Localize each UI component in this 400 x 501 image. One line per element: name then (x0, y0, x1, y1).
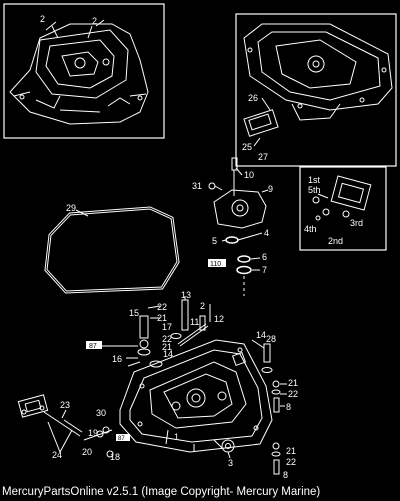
gasket-29 (44, 206, 180, 294)
callout-31: 31 (192, 181, 202, 191)
shift-components-right (251, 339, 281, 475)
callout-22-c: 22 (288, 389, 298, 399)
callout-22-a: 22 (157, 302, 167, 312)
callout-20: 20 (82, 447, 92, 457)
callout-28: 28 (266, 334, 276, 344)
callout-29: 29 (66, 203, 76, 213)
callout-22-d: 22 (286, 457, 296, 467)
sealant-87-lower-label: 87 (118, 436, 125, 442)
sealant-tag-87-lower (116, 434, 130, 441)
callout-3: 3 (228, 458, 233, 468)
callout-1: 1 (174, 432, 179, 442)
sealant-tag-87-left (86, 341, 102, 349)
washers-6-7 (236, 255, 261, 296)
callout-21-d: 21 (286, 446, 296, 456)
callout-4: 4 (264, 228, 269, 238)
sealant-tag-110 (208, 259, 226, 267)
callout-5: 5 (212, 236, 217, 246)
callout-16: 16 (112, 354, 122, 364)
sealant-110-label: 110 (210, 261, 221, 268)
callout-25: 25 (242, 142, 252, 152)
callout-7: 7 (262, 265, 267, 275)
callout-2-right: 2 (92, 16, 97, 26)
inset-shift-positions (299, 166, 387, 251)
callout-gear-2nd: 2nd (328, 236, 343, 246)
callout-21-a: 21 (157, 313, 167, 323)
callout-21-b: 21 (162, 342, 172, 352)
valve-assembly-left (17, 394, 114, 458)
callout-6: 6 (262, 252, 267, 262)
o-rings-4-5 (221, 232, 263, 244)
callout-19: 19 (88, 428, 98, 438)
callout-12: 12 (214, 314, 224, 324)
callout-22-b: 22 (162, 334, 172, 344)
callout-8-b: 8 (283, 470, 288, 480)
callout-gear-4th: 4th (304, 224, 317, 234)
callout-14-a: 14 (163, 349, 173, 359)
callout-17: 17 (162, 322, 172, 332)
callout-2-mid: 2 (200, 301, 205, 311)
callout-30: 30 (96, 408, 106, 418)
callout-23: 23 (60, 400, 70, 410)
callout-9: 9 (268, 184, 273, 194)
callout-18: 18 (110, 452, 120, 462)
sealant-87-left-label: 87 (89, 343, 97, 350)
sensor-assembly-9 (208, 157, 269, 229)
inset-housing-underside (3, 3, 165, 139)
callout-2-left: 2 (40, 14, 45, 24)
callout-10: 10 (244, 170, 254, 180)
shift-components-left (102, 296, 211, 368)
callout-11: 11 (190, 317, 199, 327)
callout-8-a: 8 (286, 402, 291, 412)
callout-gear-1st: 1st (308, 175, 321, 185)
callout-15: 15 (129, 308, 139, 318)
inset-cover-top (235, 13, 397, 167)
callout-21-c: 21 (288, 378, 298, 388)
callout-27: 27 (258, 152, 268, 162)
copyright-footer: MercuryPartsOnline v2.5.1 (Image Copyrig… (2, 486, 321, 498)
callout-gear-3rd: 3rd (350, 218, 363, 228)
callout-gear-5th: 5th (308, 185, 321, 195)
main-housing (119, 339, 273, 453)
callout-13: 13 (181, 290, 191, 300)
callout-24: 24 (52, 450, 62, 460)
callout-26: 26 (248, 93, 258, 103)
callout-14-b: 14 (256, 330, 266, 340)
